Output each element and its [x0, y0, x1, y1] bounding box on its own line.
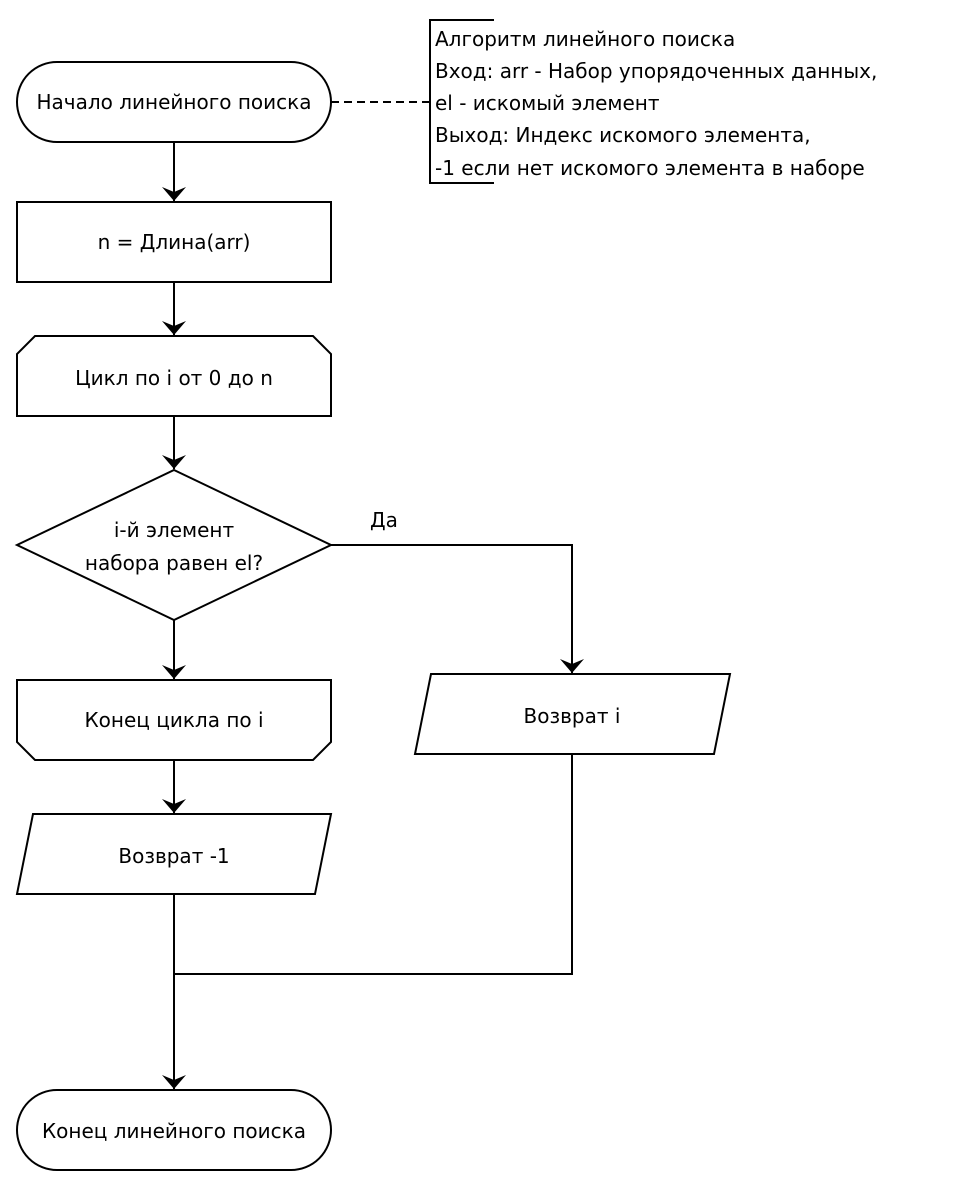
node-init: n = Длина(arr) [16, 201, 332, 283]
edge-condition-yes-to-return-i [331, 544, 584, 673]
node-condition: i-й элемент набора равен el? [14, 468, 334, 622]
edges [162, 101, 584, 1089]
node-return-i: Возврат i [413, 673, 732, 755]
annotation-line-1: Алгоритм линейного поиска [435, 27, 735, 51]
annotation-line-3: el - искомый элемент [435, 91, 660, 115]
end-terminator [16, 1089, 332, 1171]
node-start: Начало линейного поиска [16, 61, 332, 143]
return-i-label: Возврат i [524, 704, 621, 728]
loop-start-shape [16, 335, 332, 417]
node-end: Конец линейного поиска [16, 1089, 332, 1171]
start-terminator [16, 61, 332, 143]
end-label: Конец линейного поиска [42, 1119, 306, 1143]
annotation-line-5: -1 если нет искомого элемента в наборе [435, 156, 865, 180]
condition-diamond [14, 468, 334, 622]
return-minus-one-parallelogram [15, 813, 333, 895]
yes-branch-label: Да [370, 508, 398, 532]
condition-label-line-2: набора равен el? [85, 551, 263, 575]
return-minus-one-label: Возврат -1 [118, 844, 229, 868]
annotation: Алгоритм линейного поиска Вход: arr - На… [429, 19, 877, 184]
init-process-box [16, 201, 332, 283]
start-label: Начало линейного поиска [37, 90, 312, 114]
node-loop-end: Конец цикла по i [16, 679, 332, 761]
annotation-line-4: Выход: Индекс искомого элемента, [435, 123, 811, 147]
condition-label-line-1: i-й элемент [114, 518, 235, 542]
loop-end-label: Конец цикла по i [84, 708, 263, 732]
init-label: n = Длина(arr) [98, 230, 251, 254]
node-return-minus-one: Возврат -1 [15, 813, 333, 895]
edge-return-i-to-end [174, 754, 573, 975]
annotation-bracket [429, 19, 494, 184]
loop-end-shape [16, 679, 332, 761]
loop-start-label: Цикл по i от 0 до n [75, 366, 273, 390]
node-loop-start: Цикл по i от 0 до n [16, 335, 332, 417]
return-i-parallelogram [413, 673, 732, 755]
annotation-line-2: Вход: arr - Набор упорядоченных данных, [435, 59, 877, 83]
